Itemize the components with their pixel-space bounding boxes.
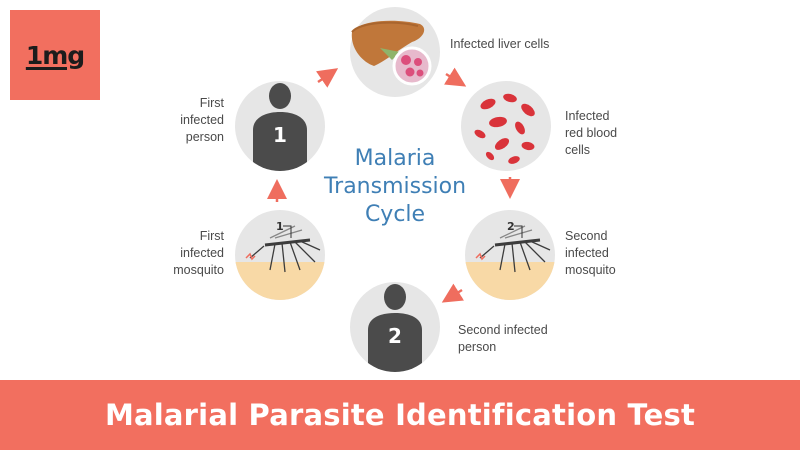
stage-badge: 1 [273, 123, 287, 147]
label-second-infected-person: Second infected person [458, 323, 548, 354]
label-first-infected-mosquito: First infected mosquito [173, 229, 224, 277]
stage-badge: 1 [276, 220, 284, 233]
stage-badge: 2 [388, 324, 402, 348]
stage-badge: 2 [507, 220, 515, 233]
red-blood-cells-icon [474, 93, 535, 164]
arrow-person1-to-liver [315, 68, 339, 88]
logo-text: 1mg [25, 40, 85, 70]
label-first-infected-person: First infected person [180, 96, 224, 144]
label-infected-red-blood-cells: Infected red blood cells [565, 109, 618, 157]
mosquito-icon [249, 225, 321, 273]
first-person-stage: 1 [235, 81, 325, 171]
infected-cell-icon [392, 46, 432, 86]
liver-cells-stage [350, 7, 440, 97]
mosquito-icon [479, 225, 551, 273]
second-person-stage: 2 [350, 282, 440, 372]
arrow-liver-to-blood [443, 67, 467, 87]
banner-title: Malarial Parasite Identification Test [104, 398, 696, 432]
transmission-cycle-diagram: 2 2 1 1 [235, 7, 555, 372]
label-second-infected-mosquito: Second infected mosquito [565, 229, 616, 277]
diagram-title: Malaria Transmission Cycle [323, 146, 467, 227]
label-infected-liver-cells: Infected liver cells [450, 37, 550, 51]
arrow-mosquito2-to-person2 [441, 283, 465, 303]
person-icon [368, 284, 422, 372]
brand-logo: 1mg [10, 10, 100, 100]
title-banner: Malarial Parasite Identification Test [0, 380, 800, 450]
person-icon [253, 83, 307, 171]
red-blood-cells-stage [461, 81, 551, 171]
